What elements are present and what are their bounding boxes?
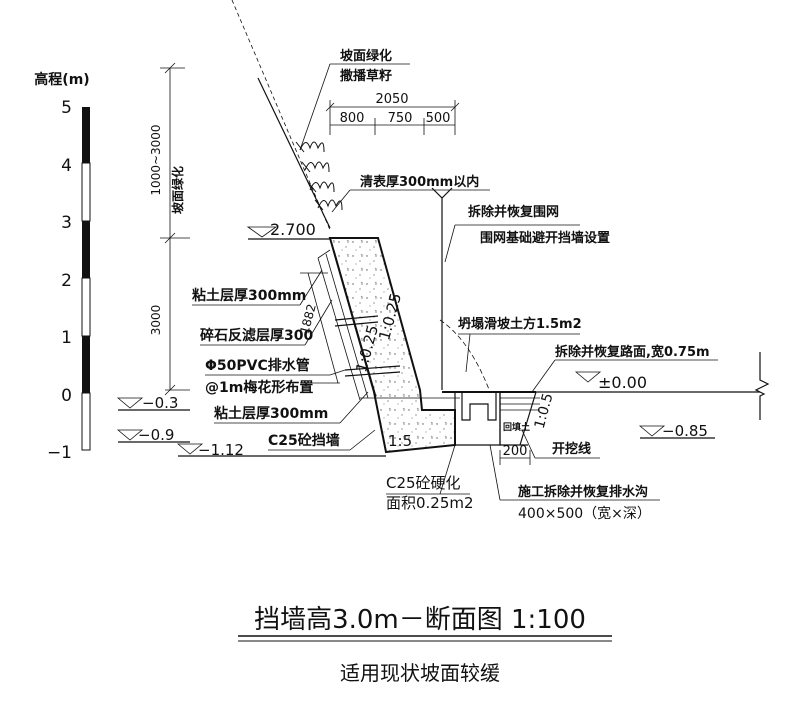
- retaining-wall: [328, 237, 460, 454]
- dim-1000-3000: 1000~3000: [149, 124, 163, 195]
- elev-marker-m03: −0.3: [116, 394, 190, 412]
- vertical-dimensions: 1000~3000 3000 坡面绿化: [149, 62, 190, 396]
- dim-3000: 3000: [149, 305, 163, 336]
- scale-segment: [81, 277, 91, 337]
- scale-tick-label: 5: [61, 98, 72, 118]
- gravel-filter-label: 碎石反滤层厚300: [200, 327, 313, 344]
- remove-road-label: 拆除并恢复路面,宽0.75m: [555, 344, 710, 360]
- wall-section: [328, 237, 456, 454]
- elev-marker-2700: 2.700: [246, 220, 330, 240]
- elevation-scale-bar: 高程(m) 5 4 3 2 1 0 −1: [34, 71, 91, 463]
- scale-tick-label: 0: [61, 386, 72, 406]
- elev-marker-m112: −1.12: [176, 441, 386, 459]
- elev-marker-m085: −0.85: [638, 422, 715, 440]
- scale-tick-label: 3: [61, 213, 72, 233]
- fence-post: [431, 187, 453, 390]
- elev-pm0-text: ±0.00: [598, 373, 647, 392]
- scale-segment: [81, 392, 91, 451]
- scale-title: 高程(m): [34, 71, 89, 88]
- backfill-label: 回填土: [503, 421, 530, 433]
- scale-segment: [81, 162, 91, 222]
- grass-symbols: [295, 141, 343, 211]
- remove-fence-label: 拆除并恢复围网: [468, 204, 559, 220]
- c25-wall-label: C25砼挡墙: [268, 432, 340, 449]
- scale-segment: [82, 221, 90, 278]
- clay-300-top-label: 粘土层厚300mm: [192, 287, 306, 304]
- clear-surface-label: 清表厚300mm以内: [360, 174, 479, 190]
- ditch-size-label: 400×500（宽×深）: [518, 505, 651, 522]
- elev-m112-text: −1.12: [198, 441, 244, 459]
- elev-m03-text: −0.3: [142, 394, 178, 412]
- dim-200-group: 200: [499, 444, 531, 465]
- fence-foundation-label: 围网基础避开挡墙设置: [480, 230, 610, 246]
- dim-200: 200: [503, 444, 528, 459]
- pvc-pipe-label: Φ50PVC排水管: [205, 357, 310, 374]
- pvc-drain-pipes: [334, 315, 401, 377]
- scale-tick-label: 1: [61, 328, 72, 348]
- elev-m085-text: −0.85: [662, 422, 708, 440]
- collapse-earth-label: 坍塌滑坡土方1.5m2: [458, 316, 582, 332]
- drawing-title: 挡墙高3.0m－断面图 1:100: [254, 605, 586, 635]
- scale-segment: [82, 107, 90, 163]
- plum-layout-label: @1m梅花形布置: [205, 379, 313, 396]
- top-width-dimensions: 2050 800 750 500: [325, 92, 460, 135]
- scale-tick-label: 4: [61, 156, 72, 176]
- elev-m09-text: −0.9: [138, 426, 174, 444]
- slope-ratio-1-5: 1:5: [388, 432, 412, 450]
- clay-300-bottom-label: 粘土层厚300mm: [214, 405, 328, 422]
- dim-2050: 2050: [375, 92, 408, 107]
- original-slope-line: [231, 0, 331, 231]
- c25-harden-label: C25砼硬化: [386, 474, 461, 492]
- area-025-label: 面积0.25m2: [386, 494, 474, 512]
- dim-800: 800: [340, 111, 365, 126]
- elev-2700-text: 2.700: [270, 220, 316, 239]
- slope-green-label: 坡面绿化: [340, 48, 392, 64]
- wall-layer-callouts: 粘土层厚300mm 碎石反滤层厚300 Φ50PVC排水管 @1m梅花形布置 粘…: [192, 269, 376, 451]
- dim-750: 750: [388, 111, 413, 126]
- scale-segment: [82, 336, 90, 393]
- elev-marker-pm0: ±0.00: [536, 352, 770, 420]
- drain-ditch-label: 施工拆除并恢复排水沟: [518, 484, 648, 500]
- drain-ditch: 回填土: [442, 391, 540, 446]
- slope-green-vertical-label: 坡面绿化: [170, 166, 185, 214]
- slope-greening-callout: 坡面绿化 撒播草籽: [299, 48, 410, 151]
- elev-marker-m09: −0.9: [116, 426, 190, 444]
- drawing-title-block: 挡墙高3.0m－断面图 1:100 适用现状坡面较缓: [238, 605, 612, 685]
- backfill-layers: [317, 249, 377, 401]
- excavation-line-label: 开挖线: [552, 441, 591, 457]
- dim-500: 500: [426, 111, 451, 126]
- scale-tick-label: 2: [61, 271, 72, 291]
- drawing-subtitle: 适用现状坡面较缓: [340, 661, 500, 685]
- scale-tick-label: −1: [47, 443, 72, 463]
- slope-ratio-1-05: 1:0.5: [532, 392, 557, 431]
- sow-grass-label: 撒播草籽: [340, 68, 392, 84]
